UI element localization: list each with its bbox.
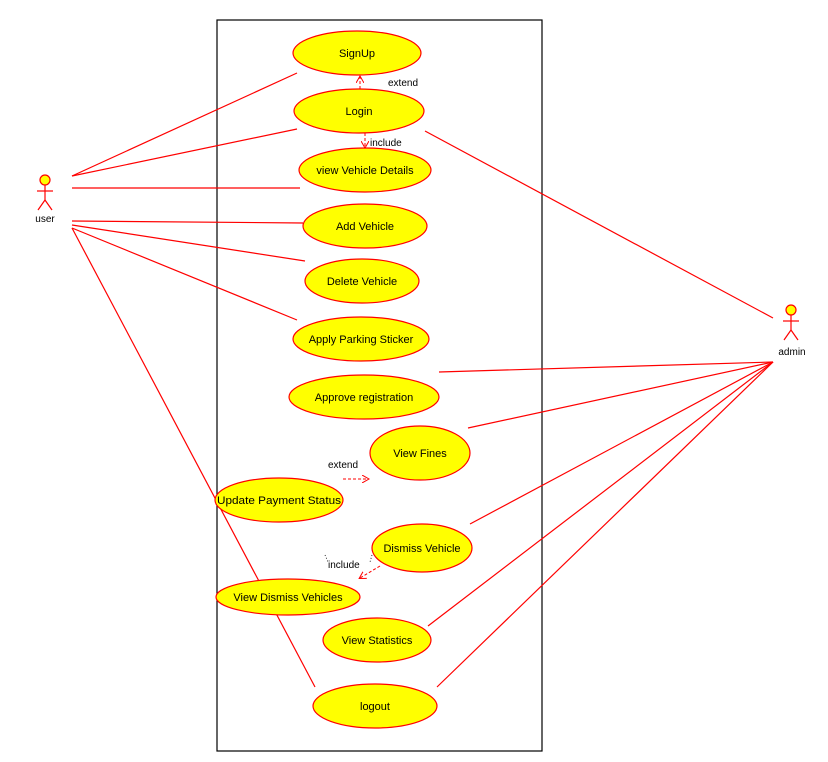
use-case-label: view Vehicle Details (316, 165, 414, 177)
relation-label: include (370, 138, 402, 149)
relation-include-details: include (365, 133, 402, 149)
assoc-admin-statistics (427, 361, 774, 627)
relation-label: extend (328, 460, 358, 471)
actor-label: admin (778, 347, 805, 358)
use-case-view-statistics[interactable]: View Statistics (322, 617, 432, 663)
use-case-label: Update Payment Status (217, 495, 342, 507)
use-case-signup[interactable]: SignUp (292, 30, 422, 76)
actor-user[interactable]: user (35, 174, 55, 225)
actor-head-icon (39, 174, 51, 186)
assoc-user-delete (71, 224, 306, 262)
use-case-apply-parking-sticker[interactable]: Apply Parking Sticker (292, 316, 430, 362)
actor-admin[interactable]: admin (778, 304, 806, 358)
assoc-admin-dismiss (469, 361, 774, 525)
use-case-login[interactable]: Login (293, 88, 425, 134)
use-case-label: Apply Parking Sticker (309, 334, 414, 346)
assoc-user-signup (71, 72, 298, 177)
use-case-view-dismiss-vehicles[interactable]: View Dismiss Vehicles (215, 578, 361, 616)
system-boundary (216, 19, 543, 752)
assoc-user-add (71, 220, 304, 224)
relation-label: include (328, 560, 360, 571)
use-case-view-vehicle-details[interactable]: view Vehicle Details (298, 147, 432, 193)
relation-label: extend (388, 78, 418, 89)
assoc-admin-fines (467, 361, 774, 429)
assoc-admin-logout (436, 361, 774, 688)
use-case-label: logout (360, 701, 390, 713)
assoc-admin-login (424, 130, 774, 319)
use-case-approve-registration[interactable]: Approve registration (288, 374, 440, 420)
actor-label: user (35, 214, 55, 225)
use-case-update-payment-status[interactable]: Update Payment Status (214, 477, 344, 523)
assoc-user-logout (71, 227, 316, 688)
relation-extend-fines: extend (328, 460, 368, 479)
use-case-label: Add Vehicle (336, 221, 394, 233)
admin-associations (424, 130, 774, 688)
use-case-label: View Statistics (342, 635, 413, 647)
relation-include-dismiss: include (324, 554, 381, 578)
actor-head-icon (785, 304, 797, 316)
use-case-label: View Dismiss Vehicles (233, 592, 343, 604)
use-case-label: Dismiss Vehicle (383, 543, 460, 555)
use-case-label: SignUp (339, 48, 375, 60)
use-case-label: Approve registration (315, 392, 413, 404)
use-case-add-vehicle[interactable]: Add Vehicle (302, 203, 428, 249)
user-associations (71, 72, 316, 688)
assoc-admin-approve (438, 361, 774, 373)
relation-extend-signup: extend (360, 77, 418, 89)
use-case-view-fines[interactable]: View Fines (369, 425, 471, 481)
use-case-label: Delete Vehicle (327, 276, 397, 288)
use-case-label: Login (346, 106, 373, 118)
use-case-logout[interactable]: logout (312, 683, 438, 729)
use-case-label: View Fines (393, 448, 447, 460)
use-case-dismiss-vehicle[interactable]: Dismiss Vehicle (371, 523, 473, 573)
use-case-delete-vehicle[interactable]: Delete Vehicle (304, 258, 420, 304)
assoc-user-apply (71, 227, 298, 321)
assoc-user-login (71, 128, 298, 177)
